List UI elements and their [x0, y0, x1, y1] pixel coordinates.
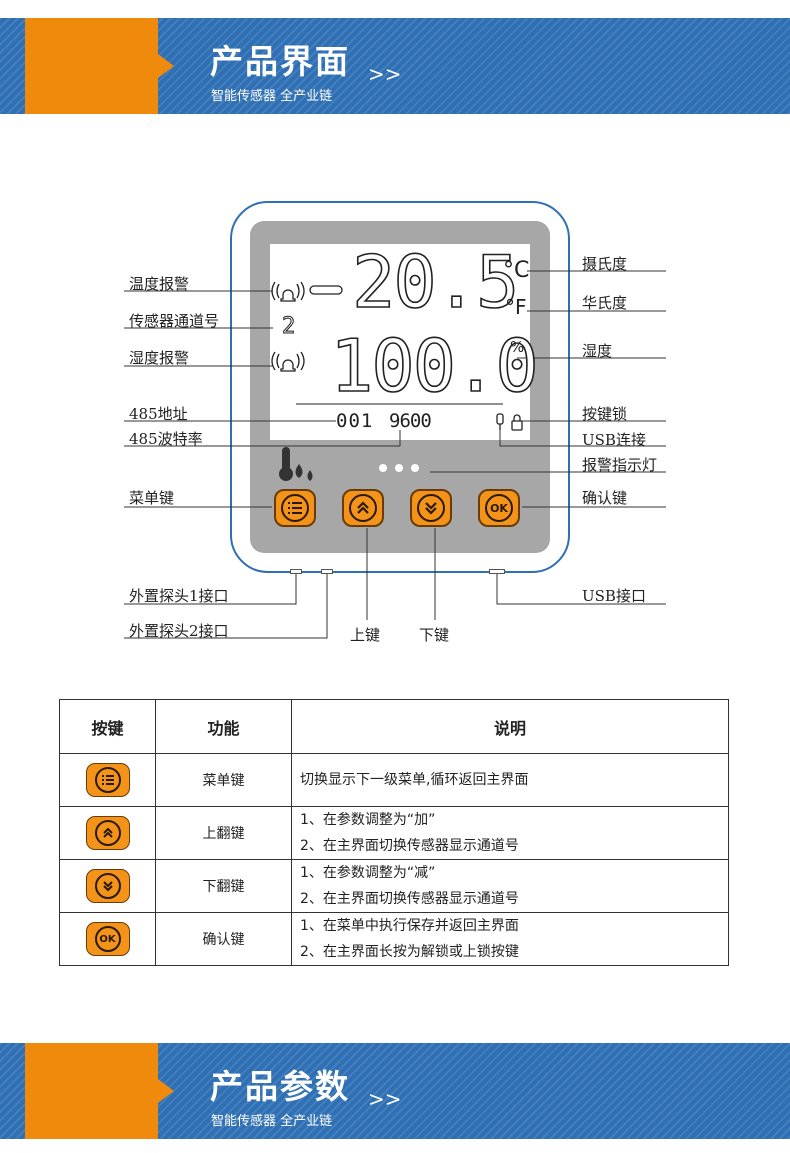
label-down-key: 下键 — [419, 626, 450, 644]
lcd-channel: 2 — [281, 314, 296, 340]
lcd-humidity: 100.0 — [329, 324, 539, 408]
table-row: 上翻键 1、在参数调整为“加” 2、在主界面切换传感器显示通道号 — [59, 806, 729, 860]
alarm-indicator-light-1 — [379, 464, 387, 472]
banner-subtitle: 智能传感器 全产业链 — [211, 89, 333, 104]
description-line: 2、在主界面切换传感器显示通道号 — [300, 838, 519, 854]
callout-lines — [124, 270, 666, 639]
table-header-row: 按键 功能 说明 — [59, 699, 729, 754]
description-line: 2、在主界面切换传感器显示通道号 — [300, 891, 519, 907]
lcd-unit-celsius: °C — [503, 258, 530, 283]
banner-title: 产品参数 — [210, 1067, 350, 1106]
label-probe1: 外置探头1接口 — [129, 587, 229, 605]
banner-accent — [25, 1043, 174, 1139]
lcd-and-callout-graphics — [124, 270, 666, 639]
lcd-screen — [270, 244, 530, 440]
function-cell: 菜单键 — [155, 753, 292, 807]
function-cell: 确认键 — [155, 912, 292, 966]
minus-sign-segment — [309, 285, 343, 295]
label-celsius: 摄氏度 — [582, 255, 628, 273]
label-485-baud: 485波特率 — [129, 430, 203, 448]
menu-key-image — [85, 763, 130, 797]
function-cell: 下翻键 — [155, 859, 292, 913]
usb-port — [489, 569, 505, 574]
description-line: 2、在主界面长按为解锁或上锁按键 — [300, 944, 519, 960]
ok-icon: OK — [94, 926, 121, 952]
banner-arrows: >> — [368, 62, 402, 86]
device-menu-button[interactable] — [274, 489, 316, 527]
alarm-indicator-light-3 — [411, 464, 419, 472]
device-down-button[interactable] — [410, 489, 452, 527]
label-485-address: 485地址 — [129, 405, 188, 423]
menu-icon — [94, 767, 121, 793]
label-probe2: 外置探头2接口 — [129, 622, 229, 640]
humidity-alarm-icon — [271, 351, 305, 372]
label-key-lock: 按键锁 — [582, 405, 628, 423]
table-row: OK 确认键 1、在菜单中执行保存并返回主界面 2、在主界面长按为解锁或上锁按键 — [59, 912, 729, 966]
top-banner: 产品界面 >> 智能传感器 全产业链 — [0, 18, 790, 114]
label-confirm-key: 确认键 — [582, 489, 628, 507]
lcd-baud-rate: 9600 — [389, 410, 432, 432]
chevron-down-icon — [94, 873, 121, 899]
down-key-image — [85, 869, 130, 903]
header-description: 说明 — [291, 699, 729, 754]
chevron-down-icon — [417, 494, 445, 522]
alarm-indicator-light-2 — [395, 464, 403, 472]
ok-icon: OK — [485, 494, 513, 522]
label-menu-key: 菜单键 — [129, 489, 175, 507]
lcd-unit-fahrenheit: °F — [505, 295, 527, 319]
bottom-banner: 产品参数 >> 智能传感器 全产业链 — [0, 1043, 790, 1139]
banner-accent — [25, 18, 174, 114]
up-key-image — [85, 816, 130, 850]
label-temp-alarm: 温度报警 — [129, 275, 190, 293]
lock-icon — [511, 414, 523, 431]
header-function: 功能 — [155, 699, 292, 754]
chevron-up-icon — [94, 820, 121, 846]
label-up-key: 上键 — [350, 626, 381, 644]
probe2-port — [321, 569, 333, 574]
ok-key-image: OK — [85, 922, 130, 956]
label-fahrenheit: 华氏度 — [582, 294, 628, 312]
banner-arrows: >> — [368, 1087, 402, 1111]
probe1-port — [290, 569, 302, 574]
device-up-button[interactable] — [342, 489, 384, 527]
table-row: 下翻键 1、在参数调整为“减” 2、在主界面切换传感器显示通道号 — [59, 859, 729, 913]
label-alarm-light: 报警指示灯 — [582, 456, 658, 474]
table-row: 菜单键 切换显示下一级菜单,循环返回主界面 — [59, 753, 729, 807]
function-cell: 上翻键 — [155, 806, 292, 860]
device-ok-button[interactable]: OK — [478, 489, 520, 527]
thermo-humidity-icon — [279, 447, 313, 481]
label-usb-port: USB接口 — [582, 587, 646, 605]
menu-icon — [281, 494, 309, 522]
label-humidity-alarm: 湿度报警 — [129, 349, 190, 367]
lcd-humidity-unit: % — [510, 338, 525, 356]
usb-plug-icon — [496, 413, 504, 430]
temp-alarm-icon — [271, 281, 305, 302]
banner-subtitle: 智能传感器 全产业链 — [211, 1114, 333, 1129]
description-line: 切换显示下一级菜单,循环返回主界面 — [300, 772, 529, 788]
label-humidity: 湿度 — [582, 342, 613, 360]
description-line: 1、在参数调整为“加” — [300, 812, 436, 828]
banner-title: 产品界面 — [210, 42, 350, 81]
chevron-up-icon — [349, 494, 377, 522]
lcd-address: 001 — [336, 410, 374, 432]
lcd-temperature: 20.5 — [351, 240, 520, 324]
description-line: 1、在参数调整为“减” — [300, 865, 436, 881]
label-sensor-channel: 传感器通道号 — [129, 312, 220, 330]
description-line: 1、在菜单中执行保存并返回主界面 — [300, 918, 519, 934]
label-usb-connect: USB连接 — [582, 431, 646, 449]
key-function-table: 按键 功能 说明 菜单键 切换显示下一级菜单,循环返回主界面 上翻键 1、在参数… — [59, 699, 729, 966]
header-key: 按键 — [59, 699, 156, 754]
